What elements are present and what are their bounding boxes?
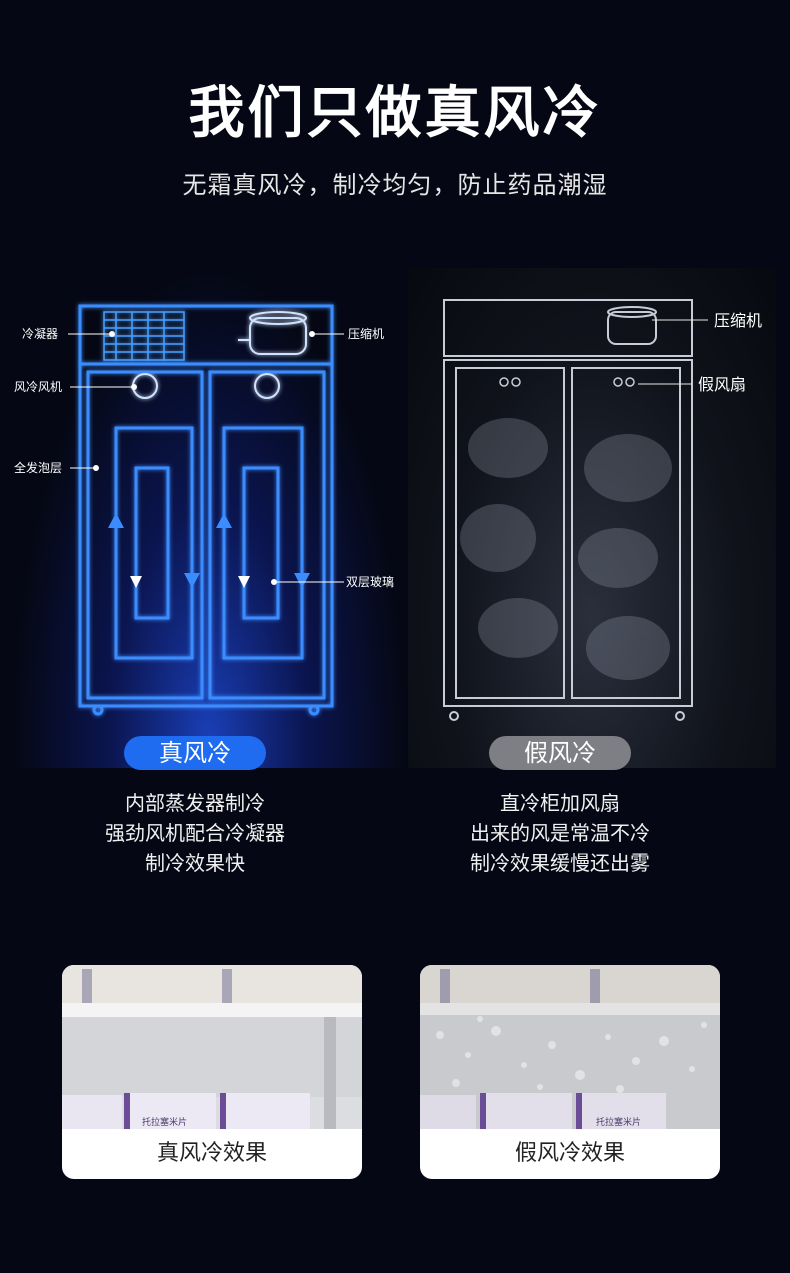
cabinet-body <box>78 362 334 708</box>
fake-badge: 假风冷 <box>489 736 631 770</box>
real-description: 内部蒸发器制冷 强劲风机配合冷凝器 制冷效果快 <box>45 788 345 878</box>
compressor-icon <box>607 306 657 345</box>
real-badge: 真风冷 <box>124 736 266 770</box>
compressor-icon <box>238 311 307 355</box>
real-effect-photo: 托拉塞米片 <box>62 965 362 1129</box>
fake-cooling-diagram: 压缩机 假风扇 <box>408 268 776 768</box>
label-glass: 双层玻璃 <box>346 575 394 589</box>
condensation-droplets <box>436 1016 707 1093</box>
fake-effect-photo: 托拉塞米片 <box>420 965 720 1129</box>
real-desc-line: 强劲风机配合冷凝器 <box>105 821 285 845</box>
medicine-boxes <box>62 1093 310 1129</box>
left-door <box>455 367 565 699</box>
real-desc-line: 制冷效果快 <box>145 851 245 875</box>
real-cooling-diagram: 冷凝器 压缩机 风冷风机 全发泡层 双层玻璃 <box>12 268 406 768</box>
fake-description: 直冷柜加风扇 出来的风是常温不冷 制冷效果缓慢还出雾 <box>410 788 710 878</box>
label-foam: 全发泡层 <box>14 460 62 475</box>
page-title: 我们只做真风冷 <box>188 81 602 146</box>
label-compressor: 压缩机 <box>714 311 762 330</box>
fake-fan-icon <box>499 377 635 387</box>
real-effect-caption: 真风冷效果 <box>156 1141 267 1166</box>
cabinet-body <box>443 359 693 707</box>
left-door <box>86 370 204 700</box>
label-fan: 风冷风机 <box>14 380 62 394</box>
right-fan-icon <box>254 373 280 399</box>
fog-cloud <box>460 418 672 680</box>
product-label: 托拉塞米片 <box>142 1116 187 1128</box>
condenser-icon <box>103 311 185 361</box>
real-cabinet-illustration: 冷凝器 压缩机 风冷风机 全发泡层 双层玻璃 <box>14 304 394 716</box>
top-machine-box <box>443 299 693 357</box>
medicine-boxes <box>420 1093 666 1129</box>
page-subtitle: 无霜真风冷，制冷均匀，防止药品潮湿 <box>182 171 608 199</box>
product-label: 托拉塞米片 <box>596 1116 641 1128</box>
fake-effect-caption: 假风冷效果 <box>514 1141 625 1166</box>
top-machine-box <box>78 304 334 366</box>
fake-effect-card: 托拉塞米片 假风冷效果 <box>420 965 720 1179</box>
fake-desc-line: 出来的风是常温不冷 <box>470 821 650 845</box>
fake-cabinet-illustration: 压缩机 假风扇 <box>443 299 762 721</box>
label-fake-fan: 假风扇 <box>698 375 746 394</box>
real-effect-card: 托拉塞米片 真风冷效果 <box>62 965 362 1179</box>
label-condenser: 冷凝器 <box>22 326 58 341</box>
label-compressor: 压缩机 <box>348 326 384 341</box>
right-door <box>208 370 326 700</box>
fake-desc-line: 直冷柜加风扇 <box>500 791 620 815</box>
fake-desc-line: 制冷效果缓慢还出雾 <box>470 851 650 875</box>
right-door <box>571 367 681 699</box>
real-desc-line: 内部蒸发器制冷 <box>125 791 265 815</box>
